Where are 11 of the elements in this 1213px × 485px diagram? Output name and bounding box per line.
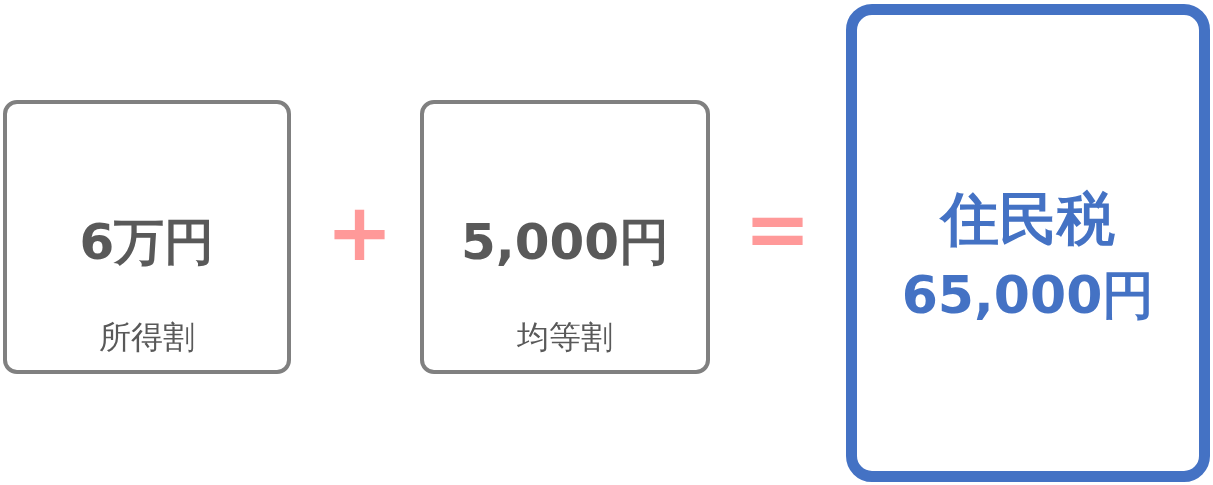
amount-box xyxy=(420,100,710,374)
tax-name-text: 住民税 xyxy=(938,184,1116,255)
total-amount-text: 65,000円 xyxy=(900,264,1156,327)
amount-text: 5,000円 xyxy=(459,212,671,273)
tax-type-label: 所得割 xyxy=(98,317,196,358)
tax-type-label: 均等割 xyxy=(516,317,614,358)
amount-box xyxy=(3,100,291,374)
equals-sign: = xyxy=(744,190,812,270)
plus-sign: + xyxy=(326,193,394,273)
total-box xyxy=(846,4,1210,482)
amount-text: 6万円 xyxy=(78,212,216,273)
